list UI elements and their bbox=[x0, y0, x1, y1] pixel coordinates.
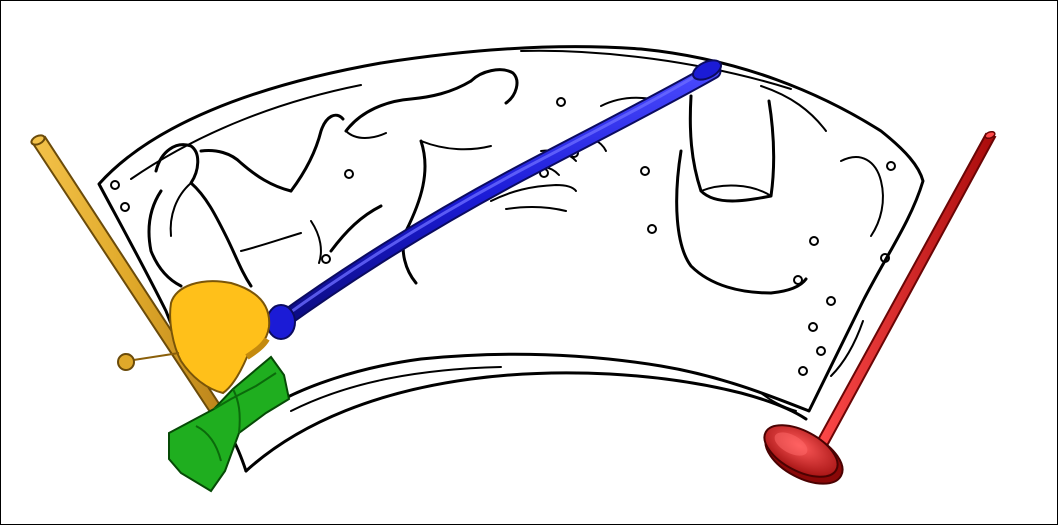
gold-housing bbox=[169, 280, 271, 395]
gold-pin bbox=[117, 352, 180, 371]
red-knurled-disc bbox=[763, 424, 844, 485]
green-wedge-block bbox=[168, 355, 291, 493]
blue-curved-bar bbox=[266, 59, 723, 340]
red-rod bbox=[811, 130, 997, 455]
